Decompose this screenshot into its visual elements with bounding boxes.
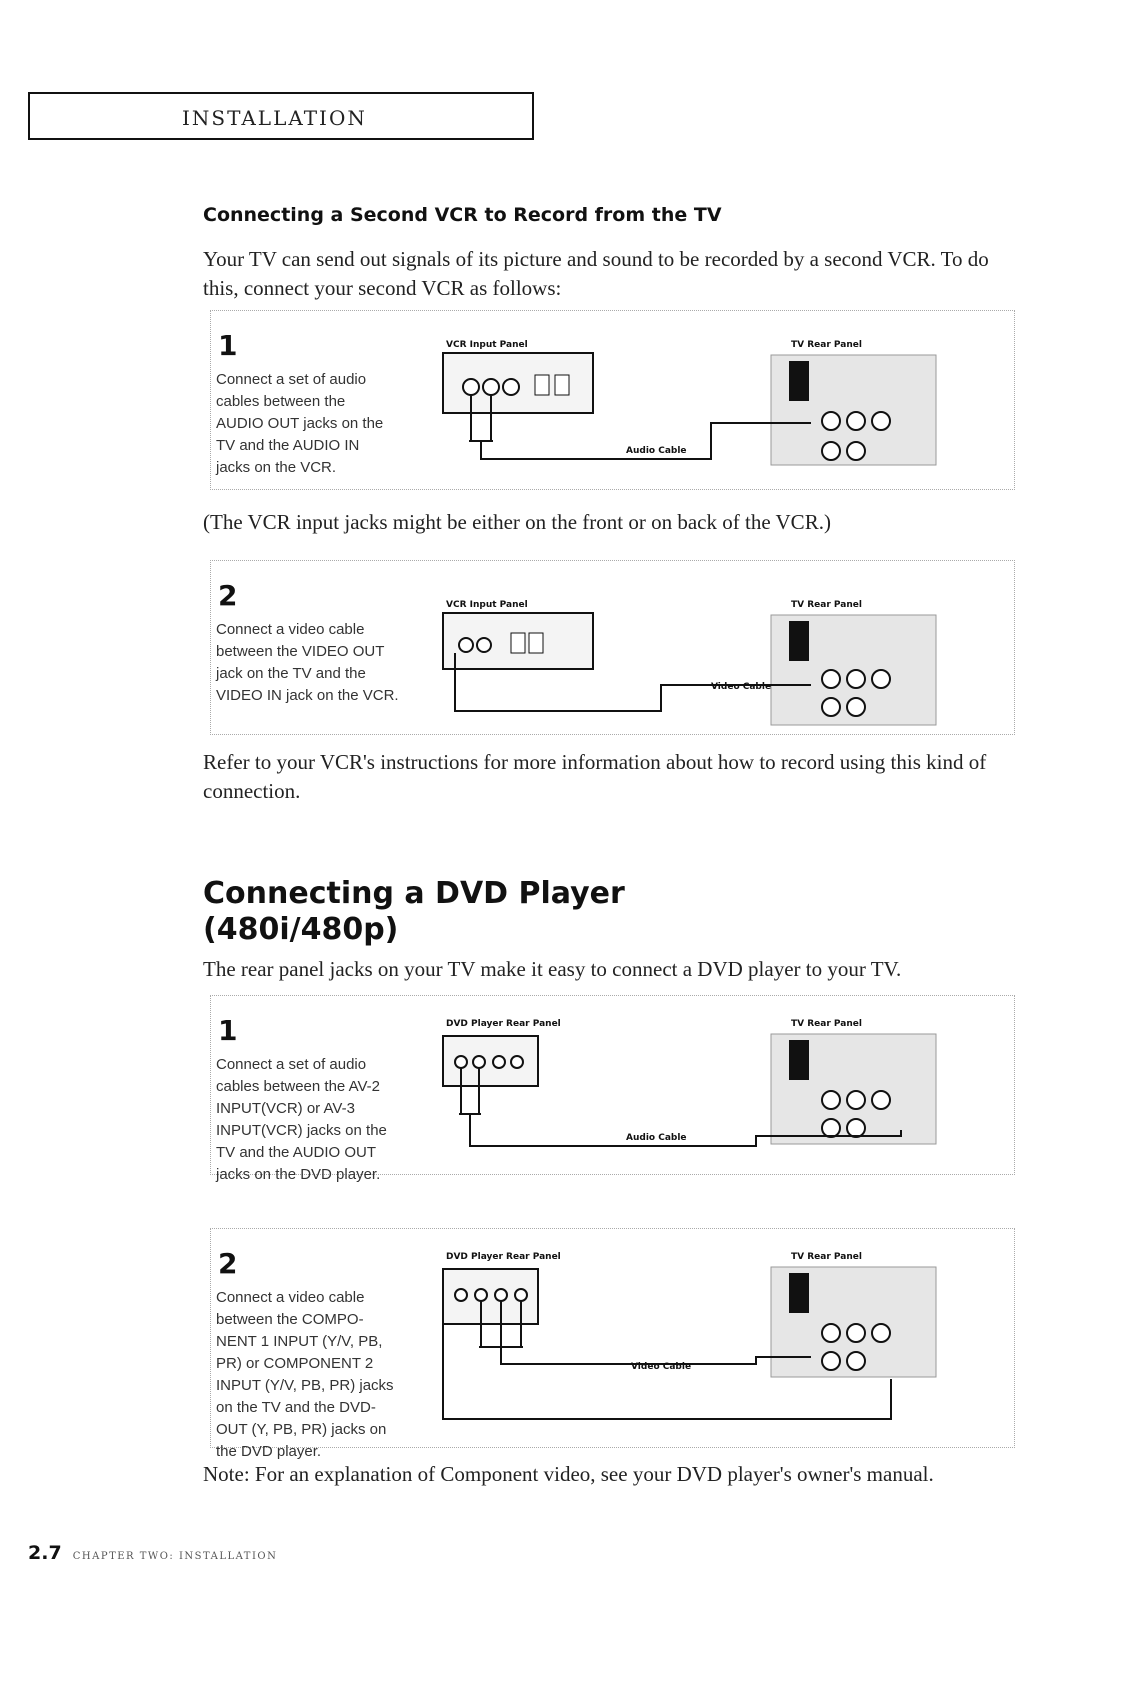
tv-rear-panel-label: TV Rear Panel <box>791 340 862 350</box>
video-cable-line <box>442 1301 892 1420</box>
dvd-video-diagram: DVD Player Rear Panel TV Rear Panel Vide… <box>442 1252 937 1420</box>
vcr-step1-panel: 1 Connect a set of audio cables between … <box>210 310 1015 490</box>
vcr-heading: Connecting a Second VCR to Record from t… <box>203 204 722 226</box>
dvd-heading-line1: Connecting a DVD Player <box>203 876 625 911</box>
audio-cable-label: Audio Cable <box>626 1133 687 1143</box>
vcr-panel-shape <box>442 352 594 414</box>
video-cable-line <box>454 653 811 712</box>
dvd-step2-panel: 2 Connect a video cable between the COMP… <box>210 1228 1015 1460</box>
tv-rear-panel-label: TV Rear Panel <box>791 1019 862 1029</box>
dvd-step1-panel: 1 Connect a set of audio cables between … <box>210 995 1015 1183</box>
page-footer: 2.7 CHAPTER TWO: INSTALLATION <box>28 1542 277 1564</box>
dvd-note: Note: For an explanation of Component vi… <box>203 1462 934 1486</box>
vcr-jack-location-note: (The VCR input jacks might be either on … <box>203 510 831 534</box>
vcr-refer-text: Refer to your VCR's instructions for mor… <box>203 750 987 803</box>
section-header: INSTALLATION <box>28 92 534 140</box>
vcr-step2-panel: 2 Connect a video cable between the VIDE… <box>210 560 1015 735</box>
vcr-panel-shape <box>442 612 594 670</box>
dvd-rear-panel-label: DVD Player Rear Panel <box>446 1252 561 1262</box>
audio-cable-line <box>459 1068 902 1147</box>
dvd-audio-diagram: DVD Player Rear Panel TV Rear Panel Audi… <box>442 1019 937 1147</box>
vcr-video-diagram: VCR Input Panel TV Rear Panel Video Cabl… <box>442 600 937 726</box>
audio-cable-line <box>469 395 811 460</box>
vcr-input-panel-label: VCR Input Panel <box>446 600 528 610</box>
video-cable-label: Video Cable <box>711 682 771 692</box>
section-title: INSTALLATION <box>182 106 367 130</box>
dvd-panel-shape <box>442 1268 539 1325</box>
video-cable-label: Video Cable <box>631 1362 691 1372</box>
vcr-input-panel-label: VCR Input Panel <box>446 340 528 350</box>
step-instructions: Connect a video cable between the VIDEO … <box>216 621 399 704</box>
dvd-intro: The rear panel jacks on your TV make it … <box>203 957 902 981</box>
audio-cable-label: Audio Cable <box>626 446 687 456</box>
step-instructions: Connect a set of audio cables between th… <box>216 1056 387 1183</box>
tv-rear-panel-shape <box>770 1033 937 1145</box>
step-number: 1 <box>218 1014 238 1047</box>
dvd-panel-shape <box>442 1035 539 1087</box>
tv-rear-panel-shape <box>770 354 937 466</box>
step-number: 2 <box>218 1247 238 1280</box>
tv-rear-panel-shape <box>770 614 937 726</box>
vcr-audio-diagram: VCR Input Panel TV Rear Panel Audio Cabl… <box>442 340 937 466</box>
step-instructions: Connect a video cable between the COMPO-… <box>216 1289 394 1460</box>
tv-rear-panel-label: TV Rear Panel <box>791 1252 862 1262</box>
step-number: 1 <box>218 329 238 362</box>
dvd-heading: Connecting a DVD Player (480i/480p) <box>203 876 625 948</box>
chapter-label: CHAPTER TWO: INSTALLATION <box>72 1551 278 1562</box>
dvd-heading-line2: (480i/480p) <box>203 912 399 947</box>
dvd-rear-panel-label: DVD Player Rear Panel <box>446 1019 561 1029</box>
page-number: 2.7 <box>28 1542 62 1564</box>
tv-rear-panel-label: TV Rear Panel <box>791 600 862 610</box>
vcr-intro: Your TV can send out signals of its pict… <box>203 247 989 300</box>
tv-rear-panel-shape <box>770 1266 937 1378</box>
step-instructions: Connect a set of audio cables between th… <box>216 371 384 476</box>
step-number: 2 <box>218 579 238 612</box>
